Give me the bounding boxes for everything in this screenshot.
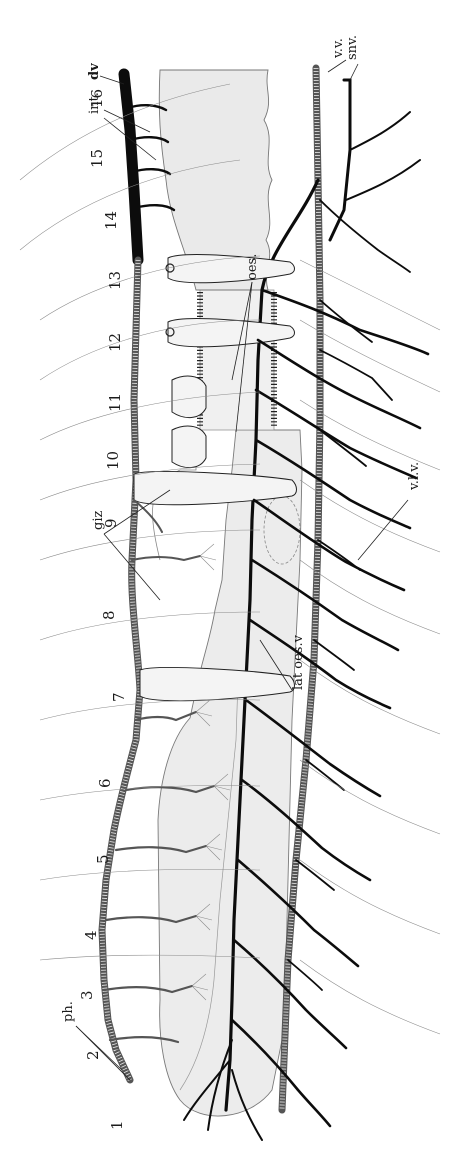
ventral-branches bbox=[288, 112, 420, 990]
label-ph: ph. bbox=[61, 1001, 76, 1022]
segment-number-2: 2 bbox=[84, 1050, 102, 1060]
alimentary-canal bbox=[153, 70, 303, 1116]
segment-number-1: 1 bbox=[108, 1120, 126, 1130]
segment-number-5: 5 bbox=[94, 854, 112, 864]
segment-number-4: 4 bbox=[82, 930, 100, 940]
label-oes: oes. bbox=[245, 254, 260, 280]
dorsal-vessel-posterior-dark bbox=[124, 74, 138, 260]
segment-number-13: 13 bbox=[106, 271, 124, 290]
heart-segment-13 bbox=[166, 255, 295, 283]
segment-number-16: 16 bbox=[88, 89, 106, 108]
segment-number-8: 8 bbox=[100, 610, 118, 620]
segment-number-10: 10 bbox=[104, 451, 122, 470]
segment-number-12: 12 bbox=[106, 333, 124, 352]
label-vv: v.v. bbox=[331, 38, 346, 59]
subneural-vessel-top bbox=[330, 80, 350, 240]
label-lat-oes-v: lat oes.v bbox=[291, 634, 306, 690]
label-vlv: v.l.v. bbox=[407, 462, 422, 491]
segment-number-14: 14 bbox=[102, 211, 120, 230]
oesophagus bbox=[200, 290, 274, 430]
dorsal-vessel-ring-marks bbox=[102, 260, 140, 1080]
segment-number-3: 3 bbox=[78, 990, 96, 1000]
label-dv: dv bbox=[87, 63, 102, 80]
segment-number-7: 7 bbox=[110, 692, 128, 702]
segment-number-9: 9 bbox=[102, 518, 120, 528]
label-snv: snv. bbox=[345, 35, 360, 60]
segment-number-15: 15 bbox=[88, 149, 106, 168]
segment-number-6: 6 bbox=[96, 778, 114, 788]
heart-segment-10 bbox=[172, 426, 206, 468]
segment-number-11: 11 bbox=[106, 393, 124, 412]
